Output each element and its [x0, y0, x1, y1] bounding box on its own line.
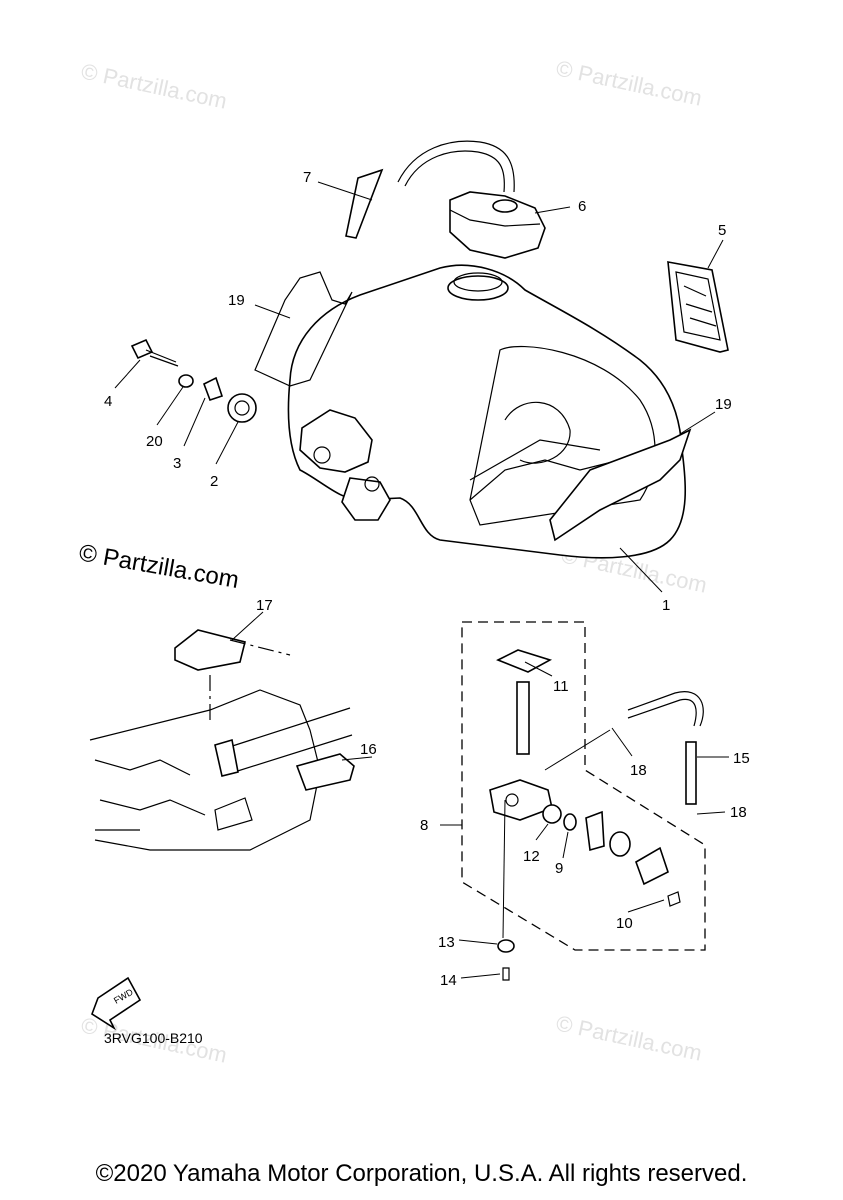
frame-section — [89, 629, 355, 851]
callout-labels: 1 2 3 4 5 6 7 8 9 10 11 12 13 14 15 16 1… — [104, 169, 750, 989]
tank-sheet-left — [254, 271, 353, 387]
callout-12: 12 — [523, 848, 540, 865]
fuel-tank — [287, 264, 687, 559]
callout-19: 19 — [715, 396, 732, 413]
callout-4: 4 — [104, 393, 112, 410]
watermark: © Partzilla.com — [554, 1010, 704, 1065]
watermark: © Partzilla.com — [554, 55, 704, 110]
breather-hose — [345, 140, 515, 239]
callout-5: 5 — [718, 222, 726, 239]
leader-lines — [114, 181, 729, 979]
callout-18: 18 — [630, 762, 647, 779]
callout-3: 3 — [173, 455, 181, 472]
tank-sheet-right — [549, 428, 692, 542]
fuel-cock — [489, 649, 681, 981]
callout-9: 9 — [555, 860, 563, 877]
fuel-hose — [627, 691, 704, 805]
copyright-notice: ©2020 Yamaha Motor Corporation, U.S.A. A… — [95, 1160, 748, 1187]
callout-18: 18 — [730, 804, 747, 821]
callout-11: 11 — [553, 678, 569, 695]
callout-15: 15 — [733, 750, 750, 767]
callout-13: 13 — [438, 934, 455, 951]
callout-7: 7 — [303, 169, 311, 186]
callout-8: 8 — [420, 817, 428, 834]
callout-2: 2 — [210, 473, 218, 490]
fuel-cap — [449, 191, 546, 259]
diagram-code: 3RVG100-B210 — [104, 1030, 203, 1046]
fwd-arrow: FWD — [91, 976, 142, 1031]
fuel-cock-assembly-outline — [461, 621, 706, 951]
callout-19: 19 — [228, 292, 245, 309]
callout-16: 16 — [360, 741, 377, 758]
callout-10: 10 — [616, 915, 633, 932]
callout-20: 20 — [146, 433, 163, 450]
callout-6: 6 — [578, 198, 586, 215]
watermark: © Partzilla.com — [79, 58, 229, 113]
watermark-dark: © Partzilla.com — [77, 539, 241, 594]
callout-14: 14 — [440, 972, 457, 989]
callout-17: 17 — [256, 597, 273, 614]
callout-1: 1 — [662, 597, 670, 614]
mounting-hardware — [130, 338, 257, 423]
tank-label-plate — [667, 261, 729, 353]
